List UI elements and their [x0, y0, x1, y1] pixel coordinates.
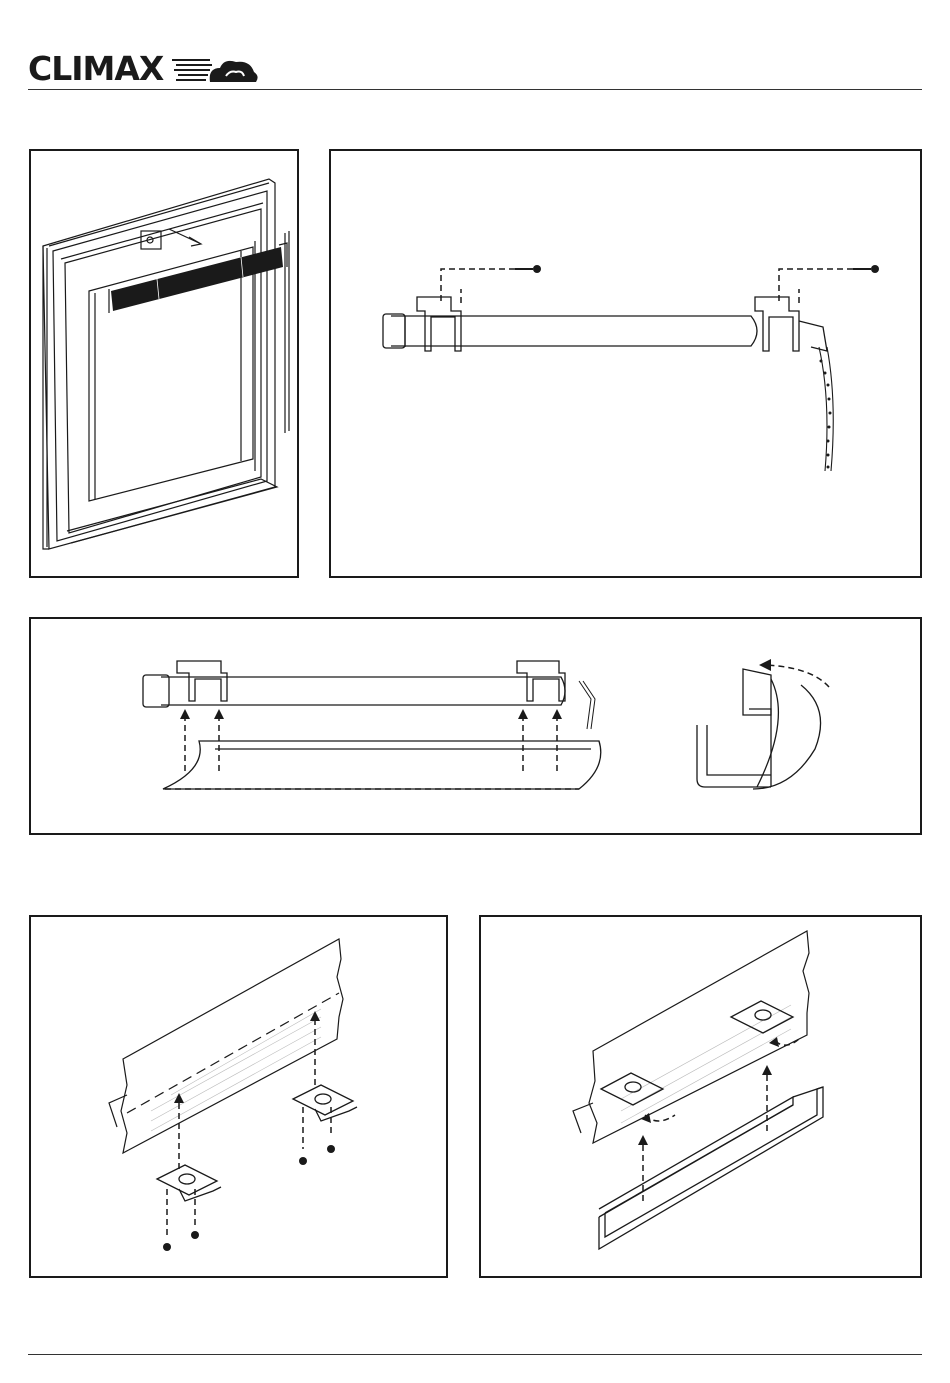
- brand-logo: CLIMAX: [28, 50, 233, 88]
- clip-fixing-illustration: [31, 917, 446, 1276]
- panel-valance-channel: [479, 915, 922, 1278]
- header-rule: [28, 89, 922, 90]
- panel-valance-fitting: [29, 617, 922, 835]
- cloud-icon: [170, 54, 260, 86]
- valance-channel-illustration: [481, 917, 920, 1276]
- roller-brackets-illustration: [331, 151, 920, 576]
- brand-name: CLIMAX: [28, 50, 163, 88]
- panel-clip-fixing: [29, 915, 448, 1278]
- footer-rule: [28, 1354, 922, 1355]
- valance-fitting-illustration: [31, 619, 920, 833]
- panel-roller-brackets: [329, 149, 922, 578]
- window-blind-illustration: [31, 151, 297, 576]
- panel-window-blind: [29, 149, 299, 578]
